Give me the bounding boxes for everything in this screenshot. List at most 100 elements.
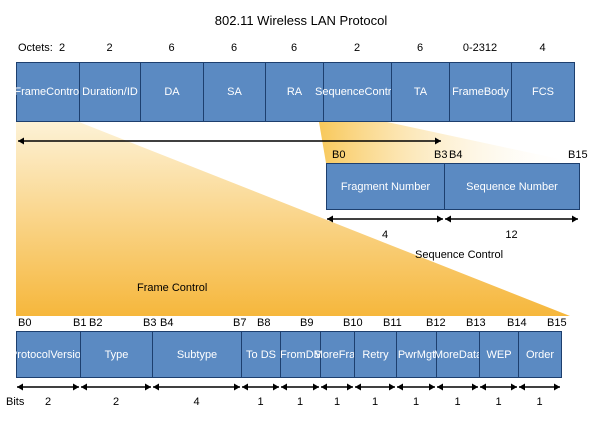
bit-count: 1 [412, 396, 420, 408]
frame-field-label: Frame [14, 86, 47, 98]
bit-position-label: B3 [143, 317, 157, 329]
frame-control-bit-dimension-arrow-head [511, 383, 517, 391]
frame-control-span-arrow-head [435, 137, 441, 145]
bit-position-label: B0 [332, 149, 346, 161]
sequence-control-row: Fragment Number Sequence Number [326, 163, 580, 210]
sequence-control-field: Fragment Number [326, 163, 445, 210]
bits-label: Bits [6, 396, 25, 408]
frame-field: Duration/ID [79, 62, 141, 122]
bit-position-label: B8 [257, 317, 271, 329]
octet-size: 2 [106, 42, 113, 54]
bit-position-label: B15 [547, 317, 567, 329]
frame-control-bit-dimension-arrow-head [437, 383, 443, 391]
bit-count: 1 [296, 396, 304, 408]
frame-control-field: Order [518, 331, 562, 378]
frame-control-bit-dimension-arrow-head [389, 383, 395, 391]
sequence-bit-dimension-arrow-head [445, 215, 451, 223]
sequence-bit-dimension-arrow-head [437, 215, 443, 223]
frame-control-bit-dimension-arrow-head [429, 383, 435, 391]
bit-position-label: B15 [568, 149, 588, 161]
frame-field: DA [140, 62, 204, 122]
frame-control-bit-dimension-arrow-head [519, 383, 525, 391]
sequence-control-caption: Sequence Control [415, 249, 504, 261]
bit-position-label: B9 [300, 317, 314, 329]
bit-count: 1 [257, 396, 264, 408]
bit-count: 1 [454, 396, 461, 408]
frame-control-bit-dimension-arrow-head [397, 383, 403, 391]
frame-field-label: DA [164, 86, 180, 98]
frame-control-bit-dimension-arrow-head [153, 383, 159, 391]
bit-position-label: B1 [73, 317, 87, 329]
frame-control-field-label: WEP [486, 348, 512, 361]
frame-field-label: Control [46, 86, 82, 98]
frame-control-field-label: Data [458, 348, 483, 361]
frame-control-bit-dimension-arrow-head [73, 383, 79, 391]
frame-field-label: RA [286, 86, 303, 98]
octet-size: 6 [230, 42, 238, 54]
octet-size: 6 [290, 42, 298, 54]
bit-count: 12 [505, 229, 518, 241]
sequence-bit-dimension-arrow-head [327, 215, 333, 223]
frame-control-bit-dimension-arrow-head [81, 383, 87, 391]
frame-control-field-label: Protocol [9, 348, 51, 361]
frame-control-bit-dimension-arrow-head [554, 383, 560, 391]
sequence-control-field-label: Fragment Number [340, 180, 431, 193]
frame-control-field-label: Retry [362, 348, 389, 361]
frame-control-field-label: Order [525, 348, 555, 361]
frame-field-label: TA [413, 86, 428, 98]
octet-size: 2 [353, 42, 361, 54]
frame-field: FCS [511, 62, 575, 122]
frame-control-bit-dimension-arrow-head [355, 383, 361, 391]
frame-field-label: Frame [452, 86, 484, 98]
frame-control-bit-dimension-arrow-head [242, 383, 248, 391]
frame-control-field: WEP [479, 331, 519, 378]
frame-control-field-label: Pwr [397, 348, 417, 361]
frame-control-bit-dimension-arrow-head [321, 383, 327, 391]
frame-control-field-label: Subtype [176, 348, 218, 361]
frame-control-caption: Frame Control [137, 282, 208, 294]
frame-control-bit-dimension-arrow-head [273, 383, 279, 391]
frame-field-label: ID [126, 86, 138, 98]
bit-count: 4 [381, 229, 389, 241]
bit-position-label: B12 [426, 317, 446, 329]
frame-control-field: Subtype [152, 331, 242, 378]
sequence-bit-dimension-arrow-head [572, 215, 578, 223]
frame-control-bit-dimension-arrow-head [472, 383, 478, 391]
frame-control-field: To DS [241, 331, 281, 378]
octet-size: 6 [168, 42, 175, 54]
bit-count: 2 [112, 396, 120, 408]
frame-control-field: Type [80, 331, 153, 378]
frame-field-label: Duration/ [82, 86, 127, 98]
octet-size: 0-2312 [462, 42, 498, 54]
bit-count: 1 [333, 396, 341, 408]
bit-position-label: B13 [466, 317, 486, 329]
frame-field: RA [265, 62, 324, 122]
octets-label: Octets: [18, 42, 53, 54]
frame-control-bit-dimension-arrow-head [17, 383, 23, 391]
frame-control-field-label: Type [104, 348, 129, 361]
frame-control-field-label: To DS [246, 348, 276, 361]
frame-field-label: FCS [532, 86, 554, 98]
bit-position-label: B11 [383, 317, 402, 329]
sequence-control-field-label: Sequence Number [466, 180, 558, 193]
bit-position-label: B14 [507, 317, 527, 329]
frame-control-bit-dimension-arrow-head [145, 383, 151, 391]
bit-count: 1 [371, 396, 379, 408]
octet-size: 2 [59, 42, 66, 54]
bit-count: 1 [495, 396, 502, 408]
frame-field-label: Sequence [315, 86, 365, 98]
frame-control-wedge [16, 122, 570, 316]
bit-count: 2 [44, 396, 52, 408]
bit-position-label: B4 [449, 149, 463, 161]
diagram-title: 802.11 Wireless LAN Protocol [214, 13, 388, 28]
frame-field-label: Body [483, 86, 509, 98]
frame-control-bit-dimension-arrow-head [281, 383, 287, 391]
frame-control-bit-dimension-arrow-head [347, 383, 353, 391]
